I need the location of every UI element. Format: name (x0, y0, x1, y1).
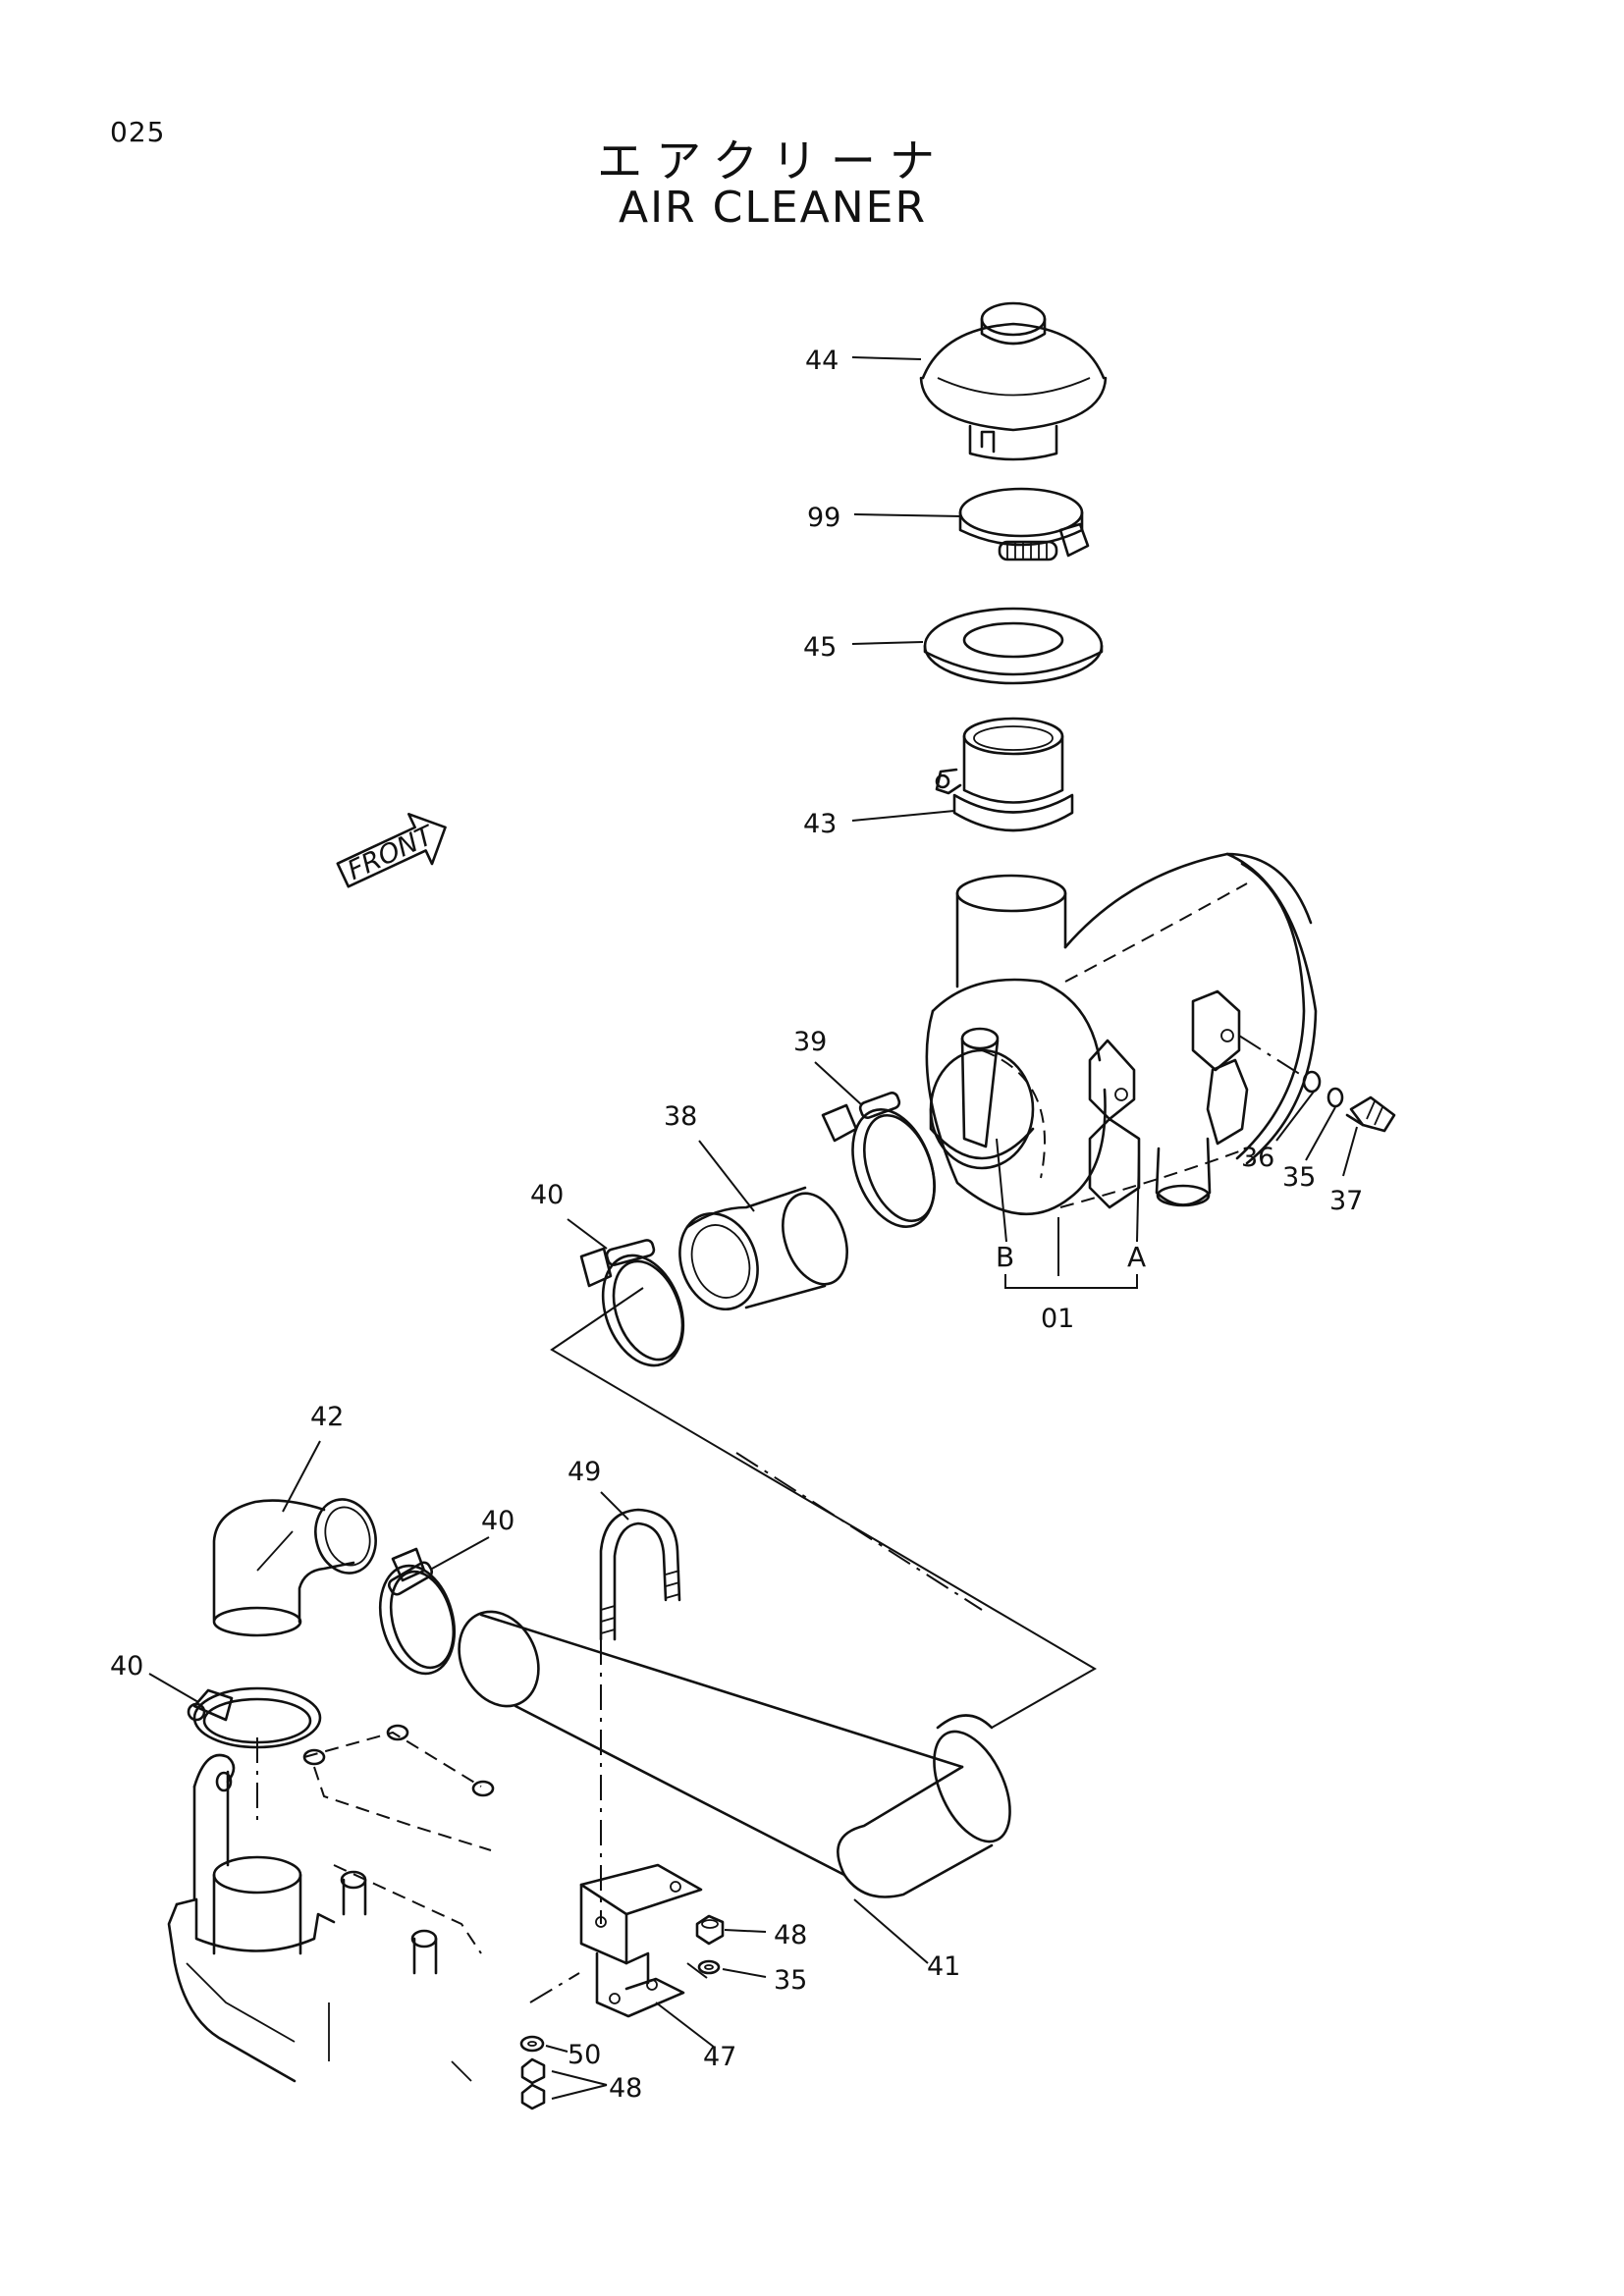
part-47-bracket (529, 1863, 708, 2018)
engine-block-fragment (167, 1724, 495, 2083)
callout-38: 38 (664, 1101, 697, 1132)
callout-42: 42 (310, 1402, 344, 1432)
callout-47: 47 (703, 2042, 736, 2072)
part-42-elbow (212, 1498, 377, 1637)
title-japanese: エアクリーナ (597, 134, 948, 187)
parts-36-35-37-fasteners (1238, 1035, 1396, 1133)
part-49-u-bolt (599, 1508, 681, 1641)
part-41-intake-pipe (458, 1610, 1011, 1898)
front-direction-arrow: FRONT (336, 812, 447, 888)
callout-37: 37 (1329, 1186, 1363, 1216)
part-40-clamp-middle (379, 1547, 456, 1676)
part-38-rubber-hose (678, 1186, 848, 1311)
callout-40-lower: 40 (110, 1651, 143, 1682)
callout-99: 99 (807, 503, 840, 533)
front-label: FRONT (343, 820, 440, 886)
part-43-adapter (935, 717, 1074, 832)
callout-36: 36 (1241, 1143, 1274, 1173)
part-40-clamp-upper (579, 1239, 685, 1367)
callout-49: 49 (568, 1457, 601, 1487)
title-english: AIR CLEANER (618, 183, 928, 233)
callout-35-lower: 35 (774, 1965, 807, 1996)
connection-lines (256, 1287, 1097, 1924)
callout-45: 45 (803, 632, 837, 663)
callout-48-lower: 48 (609, 2073, 642, 2104)
part-39-clamp (821, 1092, 936, 1228)
callout-48-upper: 48 (774, 1920, 807, 1950)
callout-50: 50 (568, 2040, 601, 2070)
callout-44: 44 (805, 346, 839, 376)
parts-48-35-50-hardware (519, 1914, 725, 2110)
part-40-clamp-lower (187, 1686, 322, 1749)
leader-lines (148, 356, 1358, 2100)
callout-40-middle: 40 (481, 1506, 514, 1536)
callout-40-upper: 40 (530, 1180, 564, 1210)
callout-43: 43 (803, 809, 837, 839)
callout-41: 41 (927, 1951, 960, 1982)
part-44-cap (919, 301, 1108, 461)
callout-labels: 44 99 45 43 39 38 40 36 35 37 B A 01 42 … (110, 346, 1363, 2104)
part-45-gasket (923, 607, 1104, 685)
callout-a: A (1127, 1241, 1146, 1273)
callout-35-upper: 35 (1282, 1162, 1316, 1193)
part-01-air-cleaner-body (925, 852, 1318, 1289)
callout-b: B (996, 1241, 1014, 1273)
callout-01: 01 (1041, 1304, 1074, 1334)
part-99-clamp (958, 487, 1090, 561)
page-number: 025 (110, 116, 166, 148)
callout-39: 39 (793, 1027, 827, 1057)
